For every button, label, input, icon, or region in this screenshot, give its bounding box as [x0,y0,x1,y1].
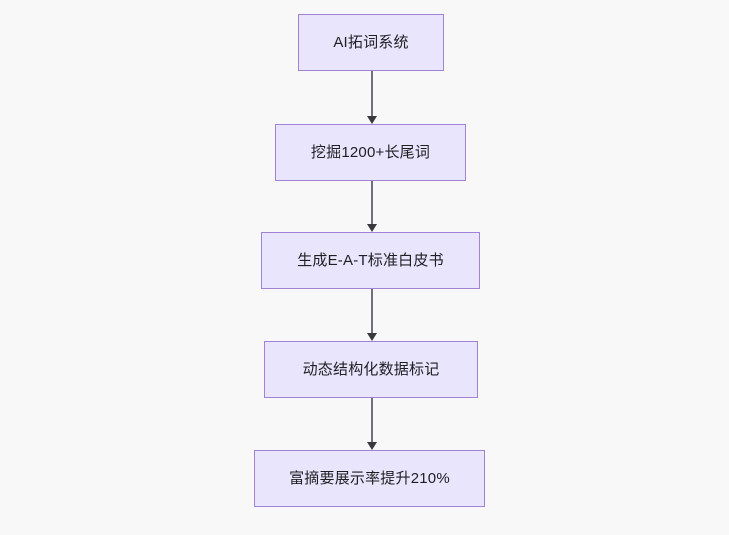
arrowhead-icon [367,333,377,341]
flow-node-label: 动态结构化数据标记 [302,361,440,378]
edge-node4-node5 [367,398,377,450]
arrowhead-icon [367,442,377,450]
flow-node-label: 富摘要展示率提升210% [289,470,450,487]
edge-line [371,398,373,443]
flow-node-dynamic-structured-data-markup[interactable]: 动态结构化数据标记 [264,341,478,398]
flow-node-label: AI拓词系统 [333,34,409,51]
flow-node-ai-keyword-system[interactable]: AI拓词系统 [298,14,444,71]
flow-node-generate-eat-whitepaper[interactable]: 生成E-A-T标准白皮书 [261,232,480,289]
arrowhead-icon [367,116,377,124]
edge-line [371,181,373,225]
edge-line [371,289,373,334]
flow-node-label: 生成E-A-T标准白皮书 [297,252,444,269]
edge-line [371,71,373,117]
flow-node-mine-longtail-keywords[interactable]: 挖掘1200+长尾词 [275,124,466,181]
arrowhead-icon [367,224,377,232]
edge-node2-node3 [367,181,377,232]
flow-node-rich-snippet-rate-increase[interactable]: 富摘要展示率提升210% [254,450,485,507]
edge-node1-node2 [367,71,377,124]
edge-node3-node4 [367,289,377,341]
flow-node-label: 挖掘1200+长尾词 [310,144,431,161]
